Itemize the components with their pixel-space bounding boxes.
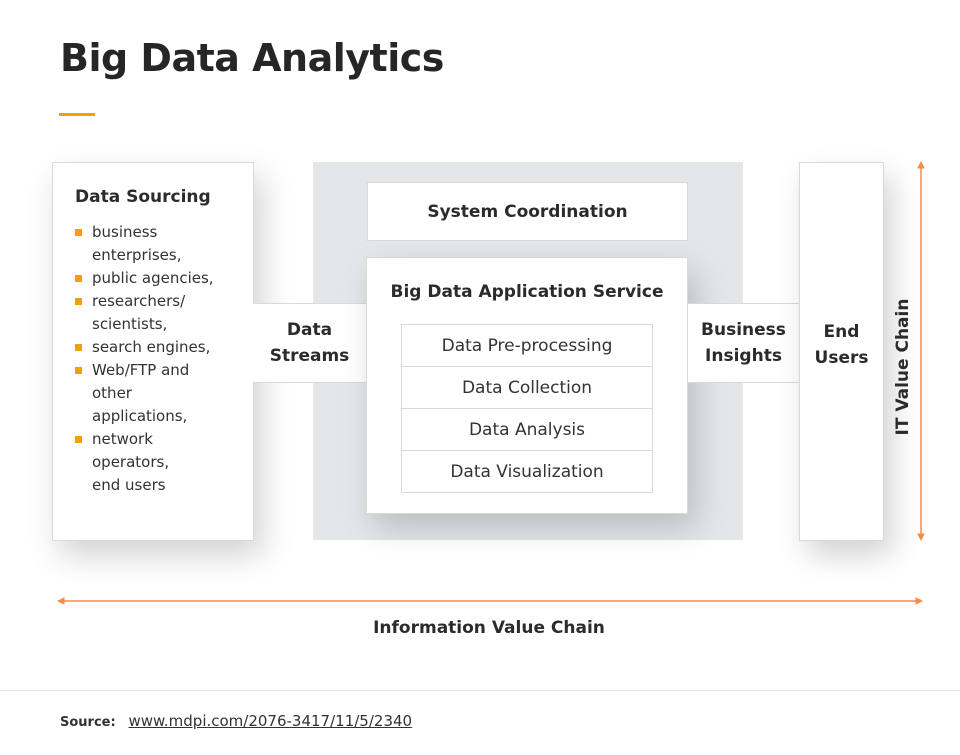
end-users-box: End Users bbox=[799, 162, 884, 541]
list-item: public agencies, bbox=[75, 267, 225, 290]
big-data-service-box: Big Data Application Service Data Pre-pr… bbox=[366, 257, 688, 514]
step-item: Data Analysis bbox=[402, 409, 652, 451]
information-value-chain-arrow bbox=[56, 597, 924, 605]
it-value-chain-arrow bbox=[917, 160, 925, 542]
step-item: Data Visualization bbox=[450, 461, 604, 482]
data-sourcing-box: Data Sourcing business enterprises, publ… bbox=[52, 162, 254, 541]
service-heading: Big Data Application Service bbox=[390, 282, 664, 302]
it-value-chain-label: IT Value Chain bbox=[893, 298, 913, 436]
list-item: network operators, end users bbox=[75, 428, 182, 497]
source-label: Source: bbox=[60, 715, 116, 730]
list-item: Web/FTP and other applications, bbox=[75, 359, 202, 428]
service-steps: Data Pre-processing Data Collection Data… bbox=[401, 324, 653, 493]
source-footer: Source: www.mdpi.com/2076-3417/11/5/2340 bbox=[60, 712, 412, 730]
step-item: Data Collection bbox=[402, 367, 652, 409]
data-sourcing-heading: Data Sourcing bbox=[75, 187, 211, 207]
information-value-chain-label: Information Value Chain bbox=[373, 618, 605, 638]
step-item: Data Pre-processing bbox=[402, 325, 652, 367]
list-item: researchers/ scientists, bbox=[75, 290, 192, 336]
list-item: search engines, bbox=[75, 336, 225, 359]
footer-divider bbox=[0, 690, 960, 691]
title-underline bbox=[59, 113, 95, 116]
source-link[interactable]: www.mdpi.com/2076-3417/11/5/2340 bbox=[128, 712, 413, 730]
page-title: Big Data Analytics bbox=[60, 36, 444, 80]
business-insights-box: Business Insights bbox=[687, 303, 800, 383]
list-item: business enterprises, bbox=[75, 221, 182, 267]
system-coordination-box: System Coordination bbox=[367, 182, 688, 241]
